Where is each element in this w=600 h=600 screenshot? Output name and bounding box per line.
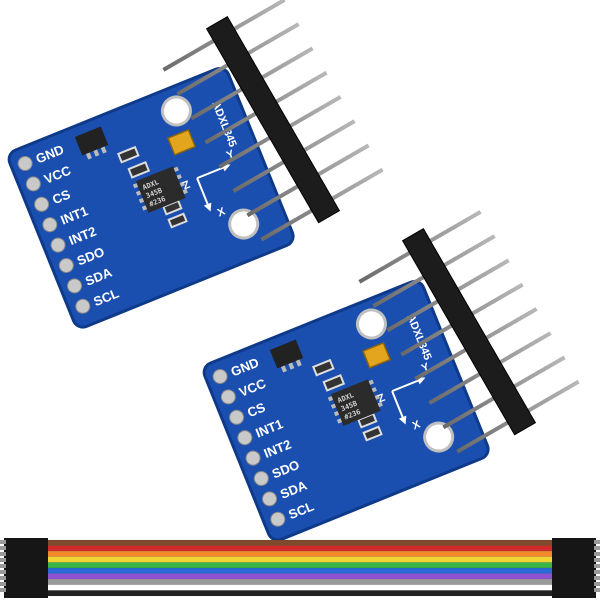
axis-label-z: Z xyxy=(376,392,387,406)
smd-resistor xyxy=(322,374,346,392)
pin-label-cs: CS xyxy=(50,186,73,207)
pin-label-cs: CS xyxy=(245,399,268,420)
right-connector-block xyxy=(552,538,600,598)
dupont-jumper-cable xyxy=(0,538,600,598)
pin-pads xyxy=(212,368,286,527)
axis-label-y: Y xyxy=(225,148,237,162)
axis-label-x: X xyxy=(411,418,423,432)
header-plastic xyxy=(205,16,341,224)
jumper-wire xyxy=(45,578,555,586)
smd-resistor xyxy=(311,358,335,377)
mounting-hole xyxy=(160,95,192,127)
accelerometer-chip: ADXL 345B #236 xyxy=(132,166,188,213)
mounting-hole xyxy=(228,208,260,240)
jumper-wire xyxy=(45,573,555,580)
mounting-hole xyxy=(423,421,455,453)
jumper-wire xyxy=(45,545,555,552)
jumper-wire xyxy=(45,550,555,558)
voltage-regulator xyxy=(74,126,109,156)
pin-pads xyxy=(17,155,91,314)
tantalum-capacitor xyxy=(362,341,392,369)
jumper-wire xyxy=(45,539,555,546)
axis-label-y: Y xyxy=(420,361,432,375)
jumper-wire xyxy=(45,562,555,569)
smd-resistor xyxy=(167,212,188,229)
tantalum-capacitor xyxy=(167,128,197,156)
left-connector-block xyxy=(0,538,48,598)
jumper-wires xyxy=(45,539,555,597)
mounting-hole xyxy=(355,308,387,340)
smd-resistor xyxy=(362,425,383,442)
jumper-wire xyxy=(45,567,555,574)
jumper-wire xyxy=(45,590,555,597)
smd-resistor xyxy=(127,161,151,179)
axis-marking: Y X Z xyxy=(376,361,432,433)
axis-marking: Y X Z xyxy=(181,148,237,220)
axis-label-z: Z xyxy=(181,179,192,193)
header-plastic xyxy=(401,228,537,436)
accelerometer-chip: ADXL 345B #236 xyxy=(327,379,383,426)
smd-resistor xyxy=(116,145,140,164)
axis-label-x: X xyxy=(216,205,228,219)
pin-header-1 xyxy=(162,0,384,242)
voltage-regulator xyxy=(269,339,304,369)
jumper-wire xyxy=(45,584,555,591)
smd-resistor xyxy=(357,412,378,429)
pin-header-2 xyxy=(358,210,580,454)
jumper-wire xyxy=(45,556,555,563)
